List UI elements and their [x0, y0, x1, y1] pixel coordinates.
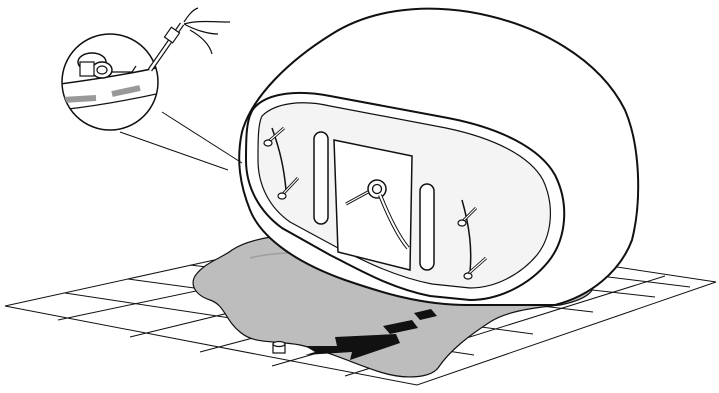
right-slot — [420, 184, 434, 270]
left-slot — [314, 132, 328, 224]
drain-plug-on-floor — [273, 342, 285, 354]
magnified-detail-callout — [60, 8, 230, 130]
